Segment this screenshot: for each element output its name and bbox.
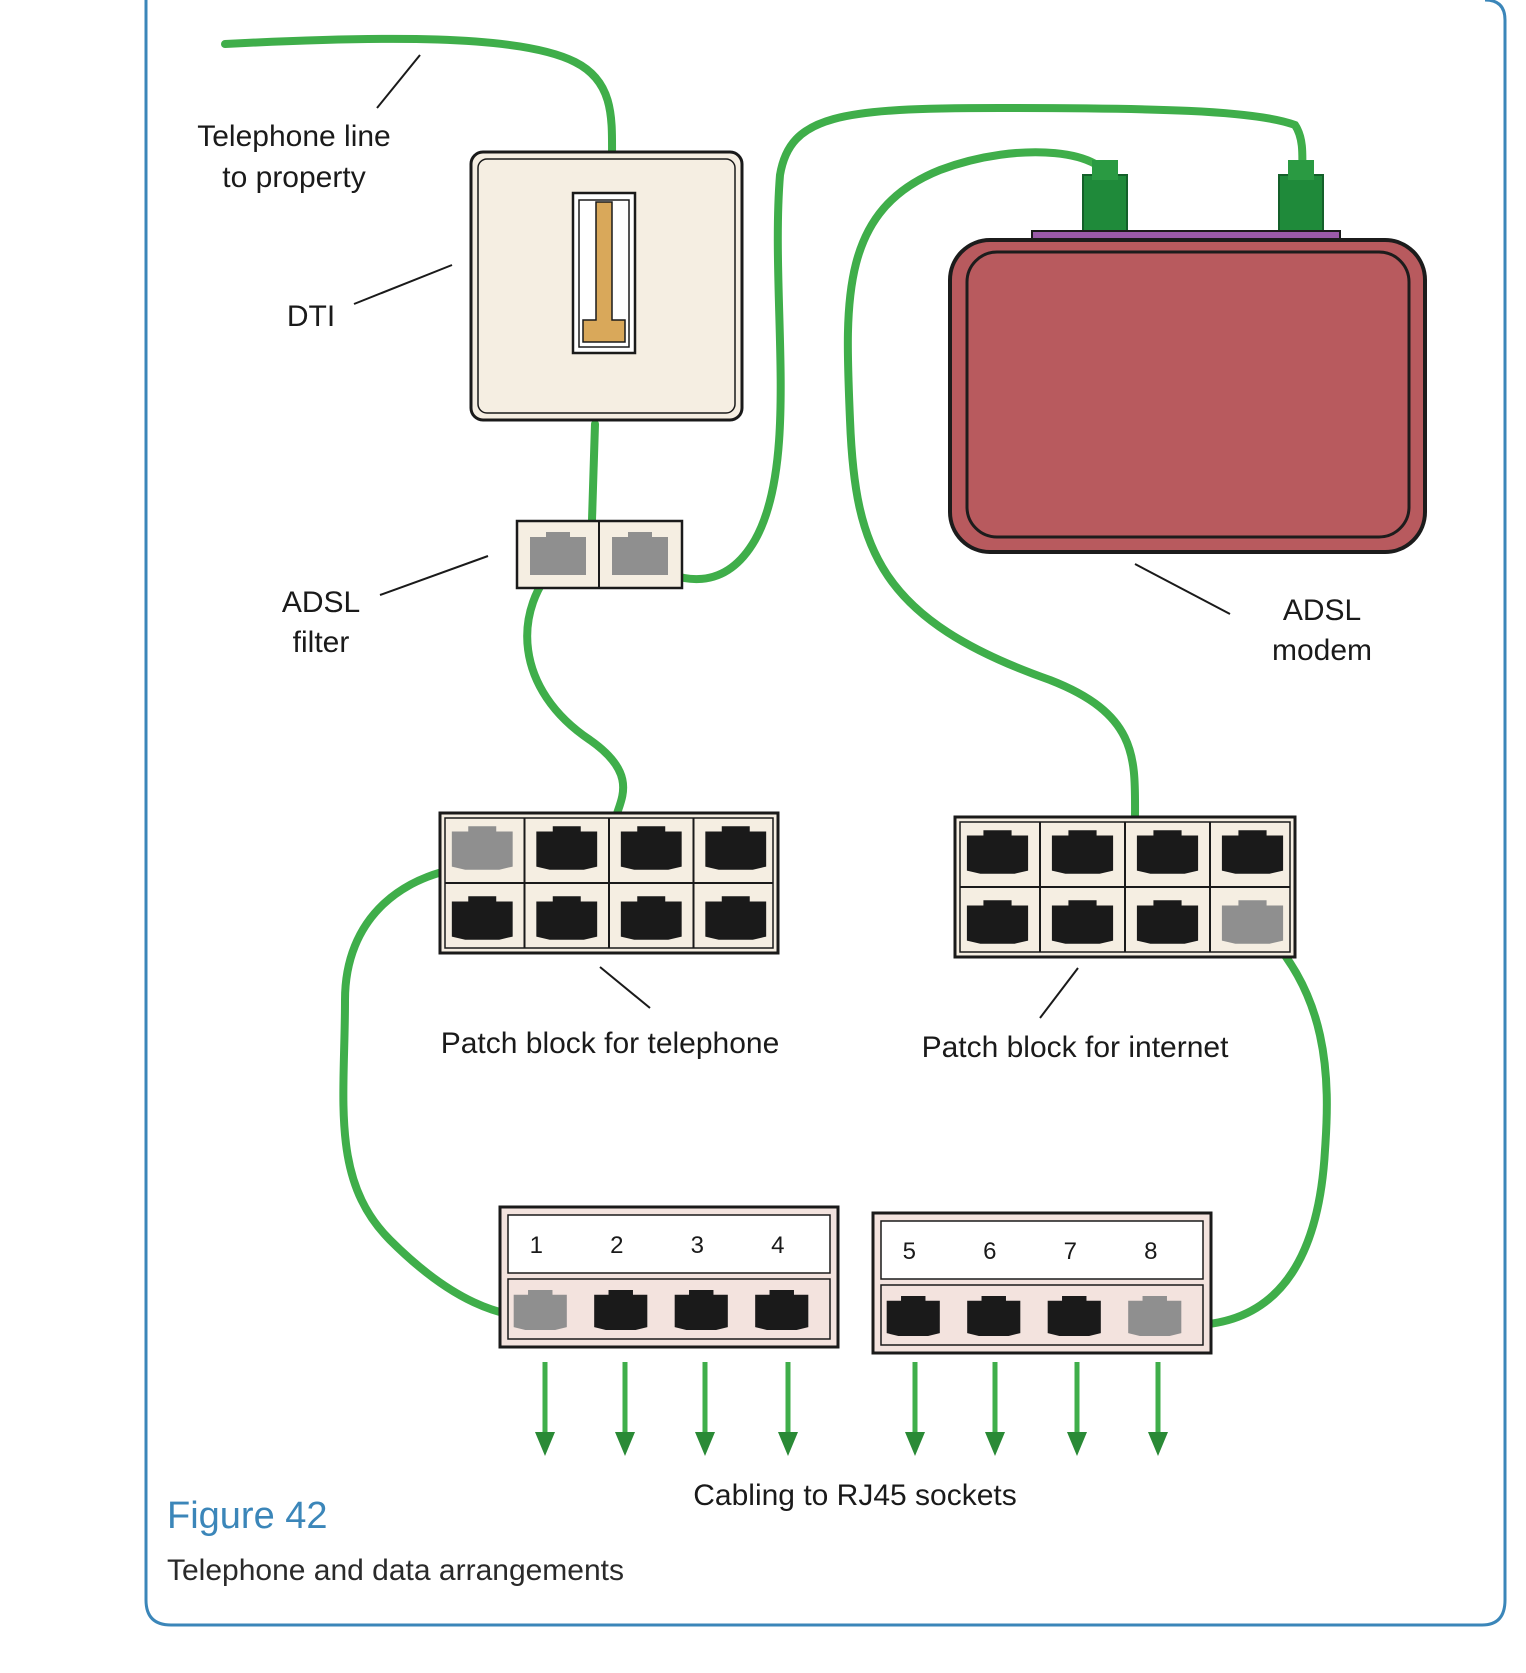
cable-arrow-head xyxy=(695,1432,715,1456)
rj45-port xyxy=(451,896,513,940)
cable-internet-patch-to-socket-8 xyxy=(1176,918,1331,1330)
rj45-socket-port xyxy=(755,1290,809,1330)
cable-arrow-head xyxy=(1148,1432,1168,1456)
rj45-port xyxy=(1051,900,1114,944)
figure-frame xyxy=(144,0,1507,1627)
socket-number: 6 xyxy=(983,1238,996,1265)
cable-arrow-head xyxy=(905,1432,925,1456)
label-telephone-line-2: to property xyxy=(222,161,365,194)
rj45-socket-port xyxy=(1128,1296,1182,1336)
cable-arrow-head xyxy=(535,1432,555,1456)
socket-panel-5-8: 5 6 7 8 xyxy=(871,1211,1213,1355)
rj45-port xyxy=(1221,900,1284,944)
cable-arrow-head xyxy=(615,1432,635,1456)
rj45-port xyxy=(705,826,767,870)
label-adsl-filter-1: ADSL xyxy=(282,586,360,619)
label-patch-telephone: Patch block for telephone xyxy=(441,1027,780,1060)
dti-socket xyxy=(469,150,744,422)
socket-number: 2 xyxy=(610,1232,623,1259)
rj45-port xyxy=(1136,830,1199,874)
adsl-modem xyxy=(948,160,1427,554)
rj45-port xyxy=(705,896,767,940)
figure-caption: Telephone and data arrangements xyxy=(167,1554,624,1587)
rj45-port xyxy=(1221,830,1284,874)
socket-number: 7 xyxy=(1064,1238,1077,1265)
socket-number: 1 xyxy=(530,1232,543,1259)
adsl-filter xyxy=(515,519,684,590)
rj45-socket-port xyxy=(967,1296,1021,1336)
socket-port-strip xyxy=(880,1284,1204,1346)
figure-title: Figure 42 xyxy=(167,1495,328,1537)
cables xyxy=(221,34,1331,1330)
cable-dti-to-filter xyxy=(588,420,599,524)
rj45-socket-port xyxy=(1047,1296,1101,1336)
cable-modem-to-internet-patch xyxy=(843,148,1140,824)
socket-number: 3 xyxy=(691,1232,704,1259)
patch-block-internet xyxy=(953,815,1297,959)
rj45-socket-port xyxy=(886,1296,940,1336)
rj45-socket-port xyxy=(513,1290,567,1330)
label-adsl-modem-1: ADSL xyxy=(1283,594,1361,627)
socket-port-strip xyxy=(507,1278,831,1340)
socket-number-strip xyxy=(880,1220,1204,1280)
rj45-socket-port xyxy=(674,1290,728,1330)
cabling-arrows xyxy=(535,1362,1168,1456)
patch-block-telephone xyxy=(438,811,780,955)
cable-filter-to-telephone-patch xyxy=(523,556,628,824)
cable-arrow-head xyxy=(1067,1432,1087,1456)
cable-telephone-line xyxy=(221,34,617,164)
rj45-port xyxy=(451,826,513,870)
label-adsl-filter-2: filter xyxy=(293,626,350,659)
rj45-port xyxy=(536,896,598,940)
cable-telephone-patch-to-socket-1 xyxy=(339,861,554,1323)
label-telephone-line-1: Telephone line xyxy=(197,120,391,153)
rj45-port xyxy=(966,830,1029,874)
socket-number: 8 xyxy=(1144,1238,1157,1265)
socket-number-strip xyxy=(507,1214,831,1274)
label-patch-internet: Patch block for internet xyxy=(922,1031,1229,1064)
rj45-port xyxy=(620,896,682,940)
cable-filter-to-modem xyxy=(640,103,1307,584)
cable-arrow-head xyxy=(778,1432,798,1456)
socket-number: 4 xyxy=(771,1232,784,1259)
rj45-port xyxy=(966,900,1029,944)
socket-number: 5 xyxy=(903,1238,916,1265)
leader-lines xyxy=(353,54,1231,1019)
label-dti: DTI xyxy=(287,300,335,333)
rj45-port xyxy=(1136,900,1199,944)
rj45-socket-port xyxy=(594,1290,648,1330)
rj45-port xyxy=(536,826,598,870)
rj45-port xyxy=(620,826,682,870)
rj45-port xyxy=(1051,830,1114,874)
cable-arrow-head xyxy=(985,1432,1005,1456)
socket-panel-1-4: 1 2 3 4 xyxy=(498,1205,840,1349)
label-adsl-modem-2: modem xyxy=(1272,634,1372,667)
label-cabling: Cabling to RJ45 sockets xyxy=(693,1479,1017,1512)
